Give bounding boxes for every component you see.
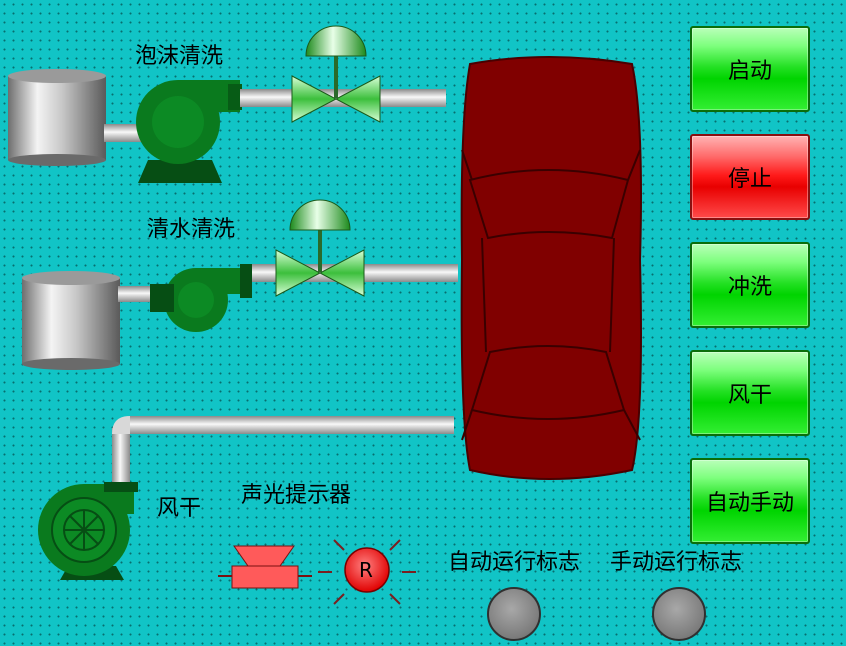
alarm-label: 声光提示器 bbox=[241, 483, 352, 508]
auto-flag-label: 自动运行标志 bbox=[448, 550, 581, 575]
air-dry-label: 风干 bbox=[157, 496, 202, 521]
horn-icon bbox=[218, 545, 312, 589]
air-pipe bbox=[112, 416, 454, 492]
dry-button[interactable]: 风干 bbox=[690, 350, 810, 436]
manual-flag-label: 手动运行标志 bbox=[610, 550, 743, 575]
warning-lamp bbox=[318, 539, 416, 605]
foam-pump bbox=[136, 80, 242, 183]
blower-fan bbox=[38, 482, 138, 580]
car-icon bbox=[460, 56, 642, 480]
water-pump bbox=[150, 264, 252, 332]
water-valve[interactable] bbox=[275, 199, 365, 297]
rinse-button[interactable]: 冲洗 bbox=[690, 242, 810, 328]
water-wash-label: 清水清洗 bbox=[147, 217, 236, 242]
stop-button[interactable]: 停止 bbox=[690, 134, 810, 220]
foam-wash-label: 泡沫清洗 bbox=[135, 44, 224, 69]
start-button[interactable]: 启动 bbox=[690, 26, 810, 112]
foam-tank bbox=[8, 69, 106, 166]
auto-run-indicator bbox=[487, 587, 541, 641]
auto-manual-button[interactable]: 自动手动 bbox=[690, 458, 810, 544]
lamp-letter: R bbox=[359, 558, 373, 582]
manual-run-indicator bbox=[652, 587, 706, 641]
water-tank bbox=[22, 271, 120, 370]
foam-valve[interactable] bbox=[291, 25, 381, 123]
water-pipe-tank-pump bbox=[118, 286, 154, 302]
